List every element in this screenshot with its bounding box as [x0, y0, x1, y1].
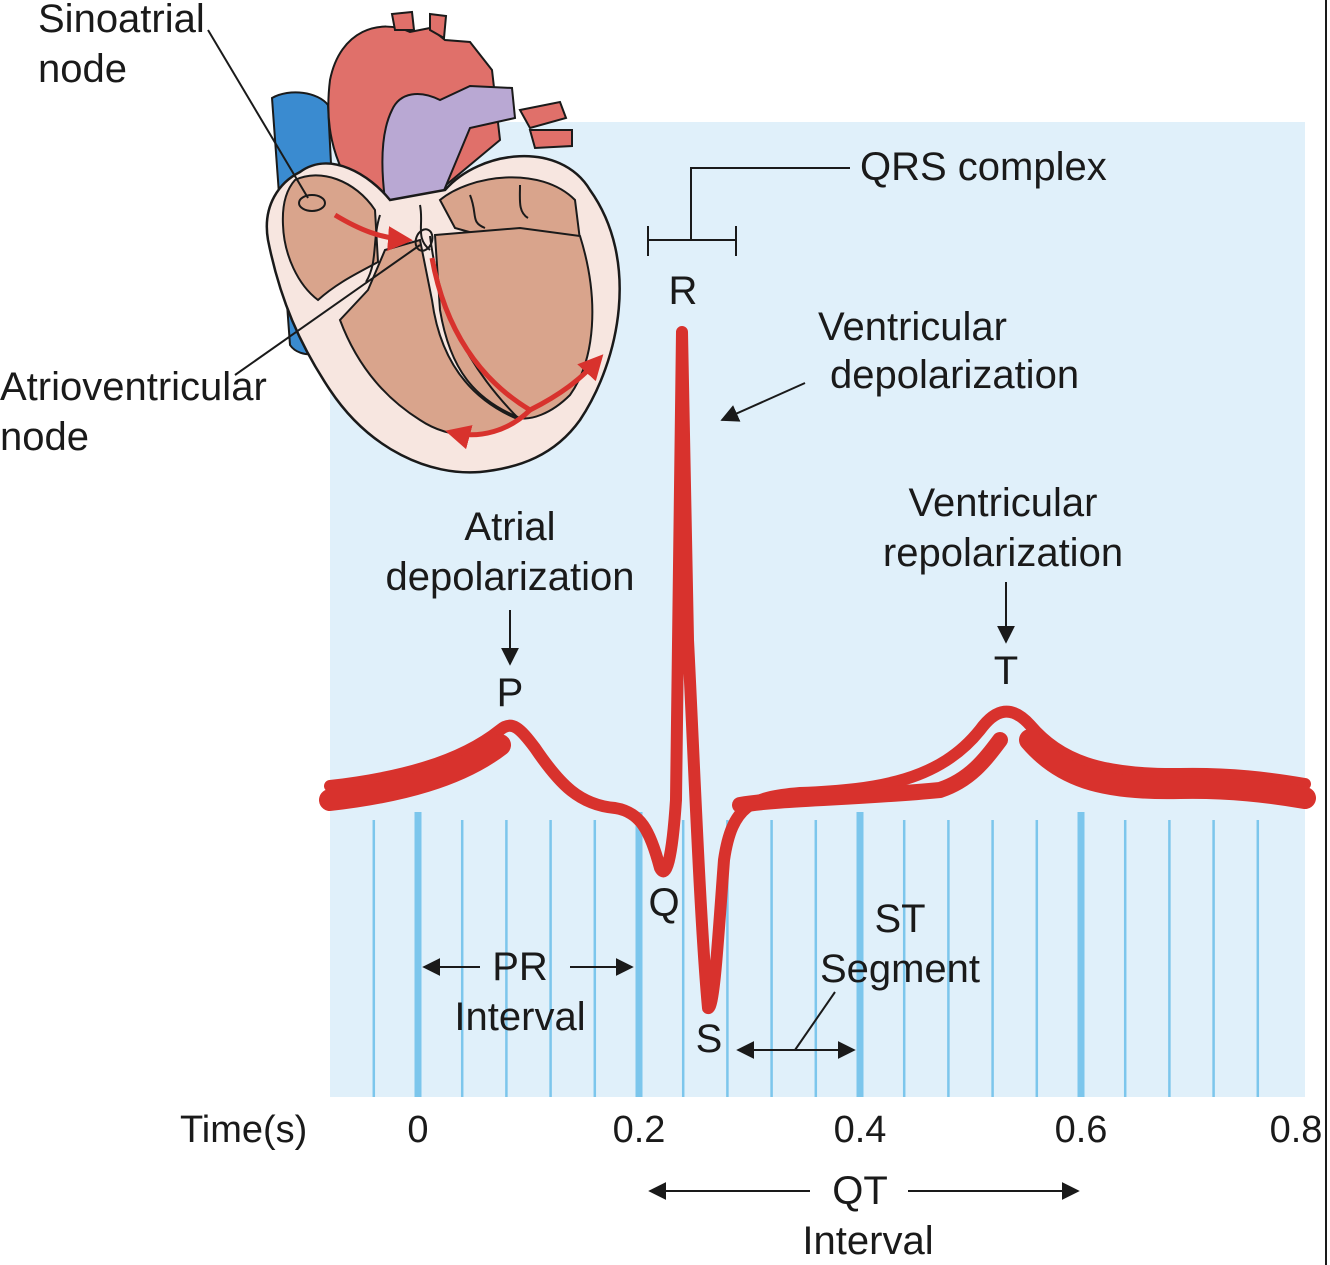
- sinoatrial-node: [298, 194, 326, 212]
- atrioventricular-node: [414, 228, 434, 252]
- ecg-trace: [324, 326, 1311, 1015]
- left-ventricle: [433, 226, 594, 420]
- ecg-trace-baseline-band: [319, 729, 1316, 811]
- time-axis-ticks: 0 0.2 0.4 0.6 0.8: [407, 1109, 1322, 1151]
- vent-depol-label-line1: Ventricular: [818, 305, 1007, 349]
- sa-to-av-conduction-arrow: [333, 212, 413, 252]
- pulmonary-trunk: [381, 84, 517, 201]
- atrial-depol-label-line2: depolarization: [385, 555, 634, 599]
- atrial-depol-label-line1: Atrial: [464, 505, 555, 549]
- vent-depol-label-line2: depolarization: [830, 353, 1079, 397]
- time-tick-label: 0.6: [1055, 1109, 1108, 1151]
- av-leader-line: [234, 244, 421, 376]
- time-tick-label: 0.8: [1270, 1109, 1323, 1151]
- q-wave-label: Q: [648, 881, 679, 925]
- bundle-branch-conduction-right: [445, 408, 532, 450]
- vent-repol-label-line1: Ventricular: [909, 481, 1098, 525]
- s-wave-label: S: [696, 1017, 723, 1061]
- p-wave-label: P: [497, 671, 524, 715]
- av-label-line1: Atrioventricular: [0, 365, 267, 409]
- heart-illustration: [265, 10, 621, 474]
- st-segment-leader: [794, 991, 836, 1051]
- av-label-line2: node: [0, 415, 89, 459]
- qt-interval-label-line1: QT: [832, 1169, 888, 1213]
- right-atrium: [281, 174, 380, 302]
- qrs-bracket-leader: [690, 167, 850, 240]
- bundle-branch-conduction: [429, 257, 604, 413]
- t-wave-label: T: [994, 649, 1018, 693]
- st-segment-label-line2: Segment: [820, 947, 980, 991]
- time-tick-label: 0.2: [613, 1109, 666, 1151]
- sinoatrial-leader-line: [207, 29, 309, 199]
- vent-repol-label-line2: repolarization: [883, 531, 1123, 575]
- qt-interval-label-line2: Interval: [802, 1219, 933, 1263]
- vent-depol-arrow: [720, 382, 806, 422]
- sinoatrial-label-line1: Sinoatrial: [38, 0, 205, 41]
- st-segment-label-line1: ST: [874, 897, 925, 941]
- ecg-trace-st-band: [732, 732, 1008, 813]
- time-tick-label: 0.4: [834, 1109, 887, 1151]
- time-axis-label: Time(s): [180, 1109, 307, 1151]
- r-wave-label: R: [669, 269, 698, 313]
- pr-interval-label-line1: PR: [492, 945, 548, 989]
- time-tick-label: 0: [407, 1109, 428, 1151]
- pr-interval-label-line2: Interval: [454, 995, 585, 1039]
- sinoatrial-label-line2: node: [38, 47, 127, 91]
- qrs-complex-label: QRS complex: [860, 145, 1107, 189]
